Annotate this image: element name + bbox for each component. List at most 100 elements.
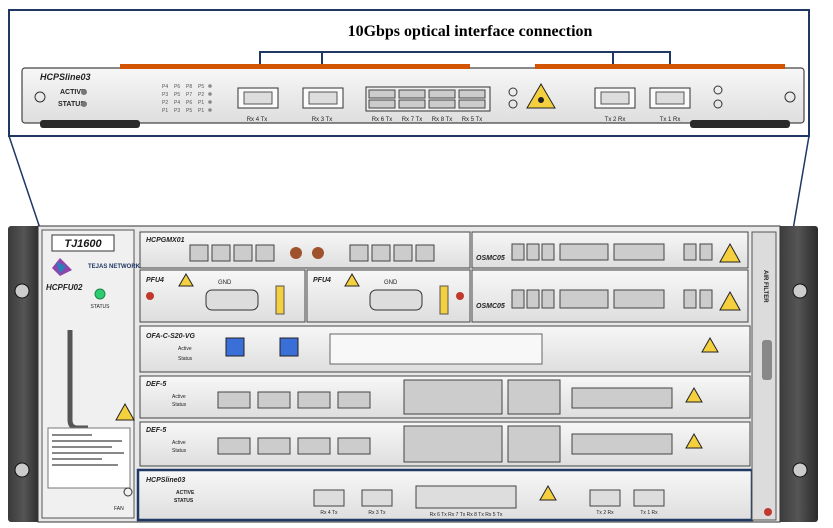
zoom-led-status-label: STATUS <box>58 101 85 108</box>
screw-icon <box>784 91 796 103</box>
svg-text:P5: P5 <box>198 84 204 90</box>
ejector-handle-right <box>690 120 790 128</box>
svg-text:P1: P1 <box>198 108 204 114</box>
tejas-logo <box>52 258 72 276</box>
sfp-port-tx2 <box>594 87 636 109</box>
power-connector-icon <box>369 289 423 311</box>
port-label-tx2: Tx 2 Rx <box>605 117 626 123</box>
svg-text:P2: P2 <box>198 92 204 98</box>
chassis: TJ1600 TEJAS NETWORKS HCPFU02 STATUS FAN… <box>8 225 818 523</box>
laser-warning-icon <box>701 336 719 353</box>
gnd-right-label: GND <box>384 280 398 286</box>
rack-hole-icon <box>14 283 30 299</box>
fan-label: FAN <box>114 506 124 512</box>
ofa-ports <box>225 337 299 357</box>
model-label: TJ1600 <box>64 238 102 250</box>
osmc-top-label: OSMC05 <box>476 255 505 262</box>
info-sticker-lines <box>52 434 124 466</box>
svg-text:P7: P7 <box>186 92 192 98</box>
warning-icon <box>344 273 360 287</box>
pfu-right-label: PFU4 <box>313 277 331 284</box>
laser-warning-icon <box>719 242 741 263</box>
laser-warning-icon <box>719 290 741 311</box>
sfp-label-5: Rx 5 Tx <box>462 117 483 123</box>
psu-card-label: HCPFU02 <box>46 283 83 292</box>
led-dots <box>208 84 212 112</box>
model-badge <box>51 234 115 252</box>
svg-text:P5: P5 <box>186 108 192 114</box>
def-top-ports <box>217 379 673 415</box>
bottom-port-label-tx2: Tx 2 Rx <box>596 510 614 516</box>
indicator-led-icon <box>764 508 772 516</box>
latch-icon <box>275 285 285 315</box>
psu-status-label: STATUS <box>91 304 111 310</box>
svg-text:P3: P3 <box>162 92 168 98</box>
gmx-card-label: HCPGMX01 <box>146 237 185 244</box>
osmc-bottom-label: OSMC05 <box>476 303 505 310</box>
bnc-connector-icon <box>290 247 302 259</box>
svg-text:P3: P3 <box>174 108 180 114</box>
air-filter-label: AIR FILTER <box>762 270 768 303</box>
screw-icon <box>123 487 133 497</box>
pfu-left-label: PFU4 <box>146 277 164 284</box>
rack-hole-icon <box>14 462 30 478</box>
bottom-sfp-ports <box>313 485 665 509</box>
port-label-tx1: Tx 1 Rx <box>660 117 681 123</box>
def-bottom-label: DEF-5 <box>146 427 166 434</box>
def-top-label: DEF-5 <box>146 381 166 388</box>
ofa-active-label: Active <box>178 346 192 352</box>
rack-ear-right <box>778 226 818 522</box>
callout-title: 10Gbps optical interface connection <box>348 23 593 40</box>
osmc-bottom-ports <box>511 289 713 309</box>
def-bottom-status-label: Status <box>172 448 187 454</box>
bottom-card-label: HCPSline03 <box>146 477 185 484</box>
sfp-port-tx1 <box>649 87 691 109</box>
laser-warning-icon <box>685 386 703 403</box>
bottom-status-label: STATUS <box>174 498 194 504</box>
screw-icon <box>508 99 518 109</box>
warning-icon <box>178 273 194 287</box>
def-bottom-active-label: Active <box>172 440 186 446</box>
svg-text:P8: P8 <box>186 84 192 90</box>
screw-icon <box>713 85 723 95</box>
zoom-led-active-label: ACTIVE <box>60 89 86 96</box>
rj45-ports <box>189 244 435 262</box>
svg-text:P6: P6 <box>186 100 192 106</box>
bottom-sfp-labels: Rx 6 Tx Rx 7 Tx Rx 8 Tx Rx 5 Tx <box>430 512 503 518</box>
sfp-label-7: Rx 7 Tx <box>402 117 423 123</box>
warning-icon <box>115 402 135 421</box>
bottom-active-label: ACTIVE <box>176 490 195 496</box>
screw-icon <box>713 99 723 109</box>
bottom-port-label-rx4: Rx 4 Tx <box>320 510 338 516</box>
ofa-card-label: OFA-C-S20-VG <box>146 333 196 340</box>
brand-label: TEJAS NETWORKS <box>88 264 144 270</box>
ofa-blank-panel <box>329 333 543 365</box>
bottom-port-label-tx1: Tx 1 Rx <box>640 510 658 516</box>
gmx-card <box>139 231 471 269</box>
laser-warning-icon <box>685 432 703 449</box>
svg-text:P2: P2 <box>162 100 168 106</box>
top-strip-right <box>535 64 785 69</box>
ofa-status-label: Status <box>178 356 193 362</box>
sfp-block <box>365 86 491 112</box>
power-switch-icon <box>146 292 154 300</box>
port-label-rx4: Rx 4 Tx <box>247 117 268 123</box>
sfp-label-8: Rx 8 Tx <box>432 117 453 123</box>
svg-text:P1: P1 <box>162 108 168 114</box>
status-led-icon <box>94 288 106 300</box>
zoom-card-name: HCPSline03 <box>40 72 91 82</box>
rack-ear-left <box>8 226 40 522</box>
rack-hole-icon <box>792 283 808 299</box>
screw-icon <box>508 87 518 97</box>
top-strip-left <box>120 64 470 69</box>
active-led-icon <box>81 89 87 95</box>
svg-text:P6: P6 <box>174 84 180 90</box>
svg-text:P5: P5 <box>174 92 180 98</box>
laser-warning-icon <box>539 484 557 501</box>
bottom-port-label-rx3: Rx 3 Tx <box>368 510 386 516</box>
laser-warning-icon <box>526 83 556 109</box>
def-top-active-label: Active <box>172 394 186 400</box>
svg-text:P4: P4 <box>162 84 168 90</box>
